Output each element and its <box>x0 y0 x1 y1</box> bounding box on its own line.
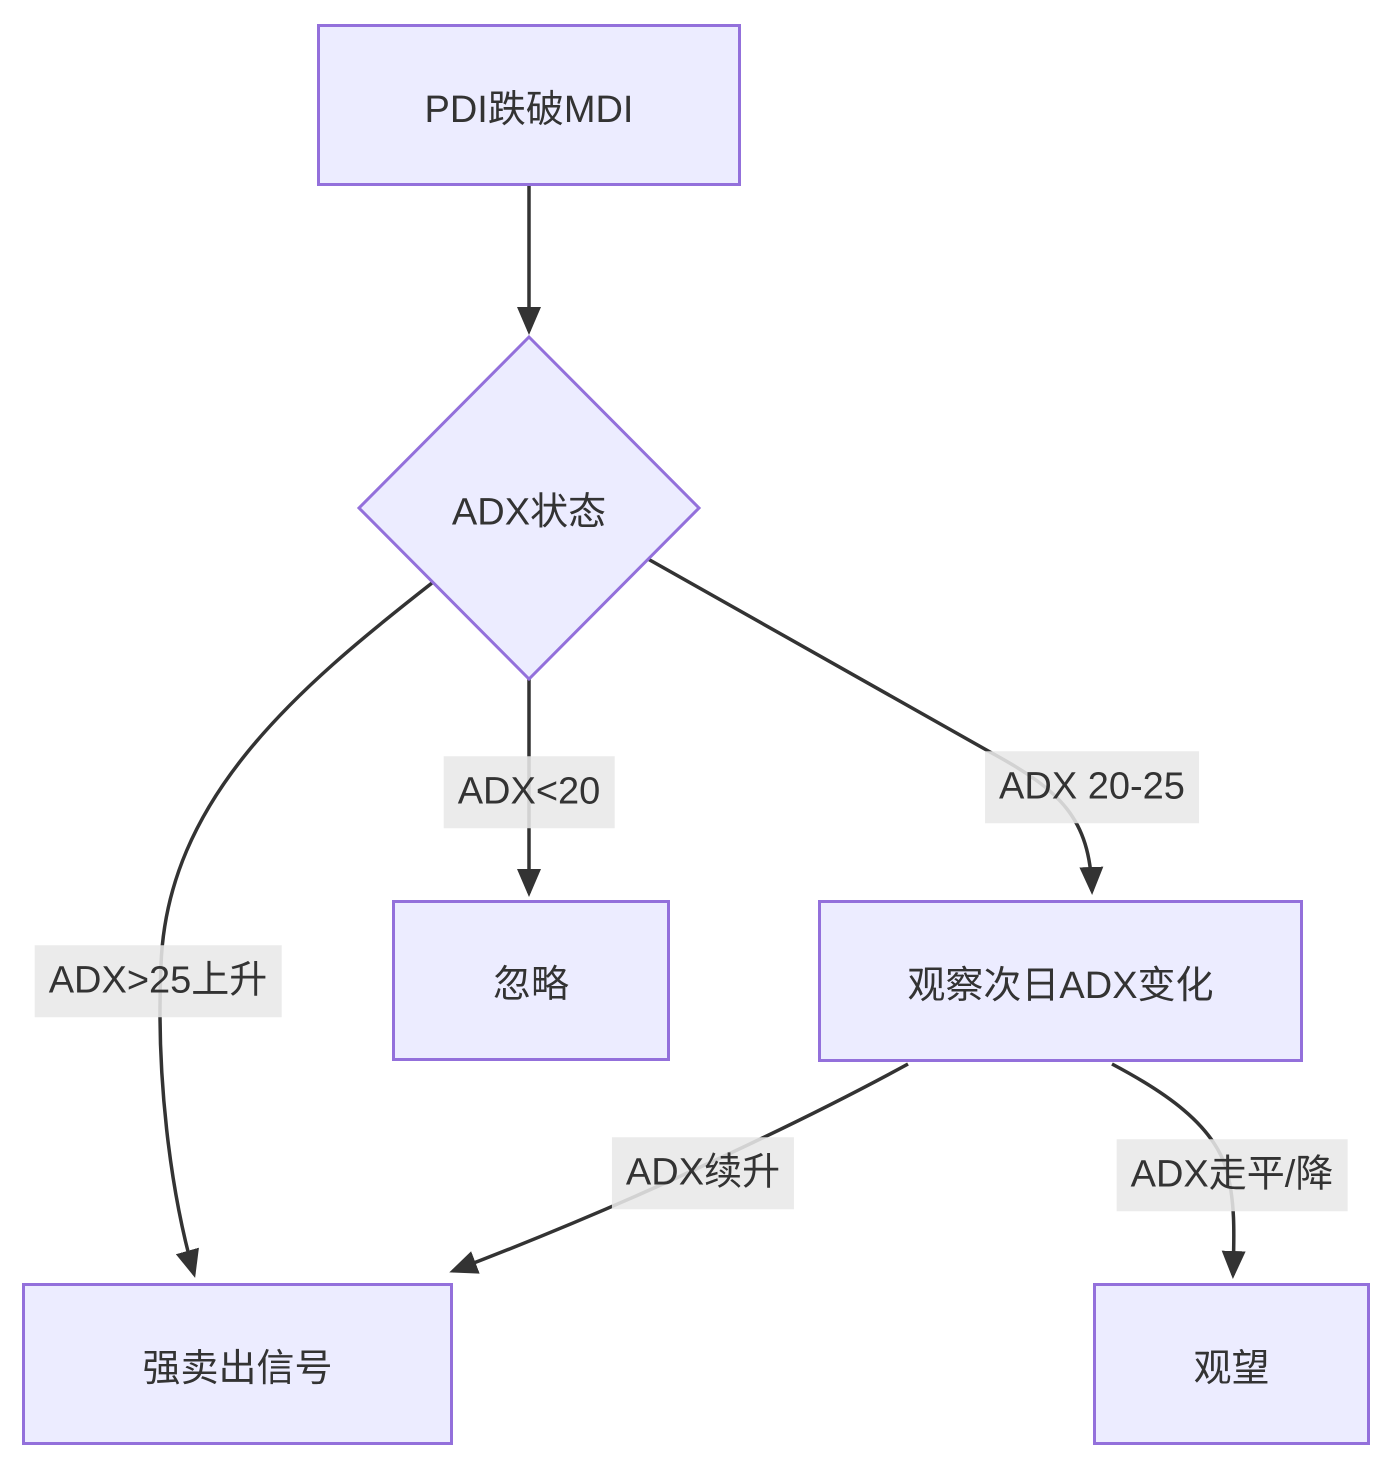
node-pdi-cross: PDI跌破MDI <box>317 24 741 186</box>
edge-label-adx-continues-rising: ADX续升 <box>611 1137 795 1209</box>
node-pdi-cross-label: PDI跌破MDI <box>424 88 634 131</box>
edge-adx-state-to-strong-sell <box>158 581 434 1278</box>
edge-label-adx-below-20: ADX<20 <box>443 756 615 828</box>
node-observe-next-day-label: 观察次日ADX变化 <box>907 964 1214 1007</box>
decision-diamond-shape <box>356 334 702 682</box>
node-wait-and-see: 观望 <box>1093 1283 1370 1445</box>
node-observe-next-day: 观察次日ADX变化 <box>818 900 1303 1062</box>
node-strong-sell-signal-label: 强卖出信号 <box>142 1347 333 1390</box>
edge-label-adx-flat-or-falling: ADX走平/降 <box>1116 1139 1348 1211</box>
node-ignore: 忽略 <box>392 900 670 1061</box>
node-wait-and-see-label: 观望 <box>1193 1347 1270 1390</box>
node-adx-state-label: ADX状态 <box>451 491 607 534</box>
node-ignore-label: 忽略 <box>492 964 569 1006</box>
edge-label-adx-20-25: ADX 20-25 <box>985 751 1199 823</box>
edge-label-adx-above-25-rising: ADX>25上升 <box>34 945 282 1017</box>
node-strong-sell-signal: 强卖出信号 <box>22 1283 453 1445</box>
edge-adx-state-to-observe <box>647 557 1104 895</box>
